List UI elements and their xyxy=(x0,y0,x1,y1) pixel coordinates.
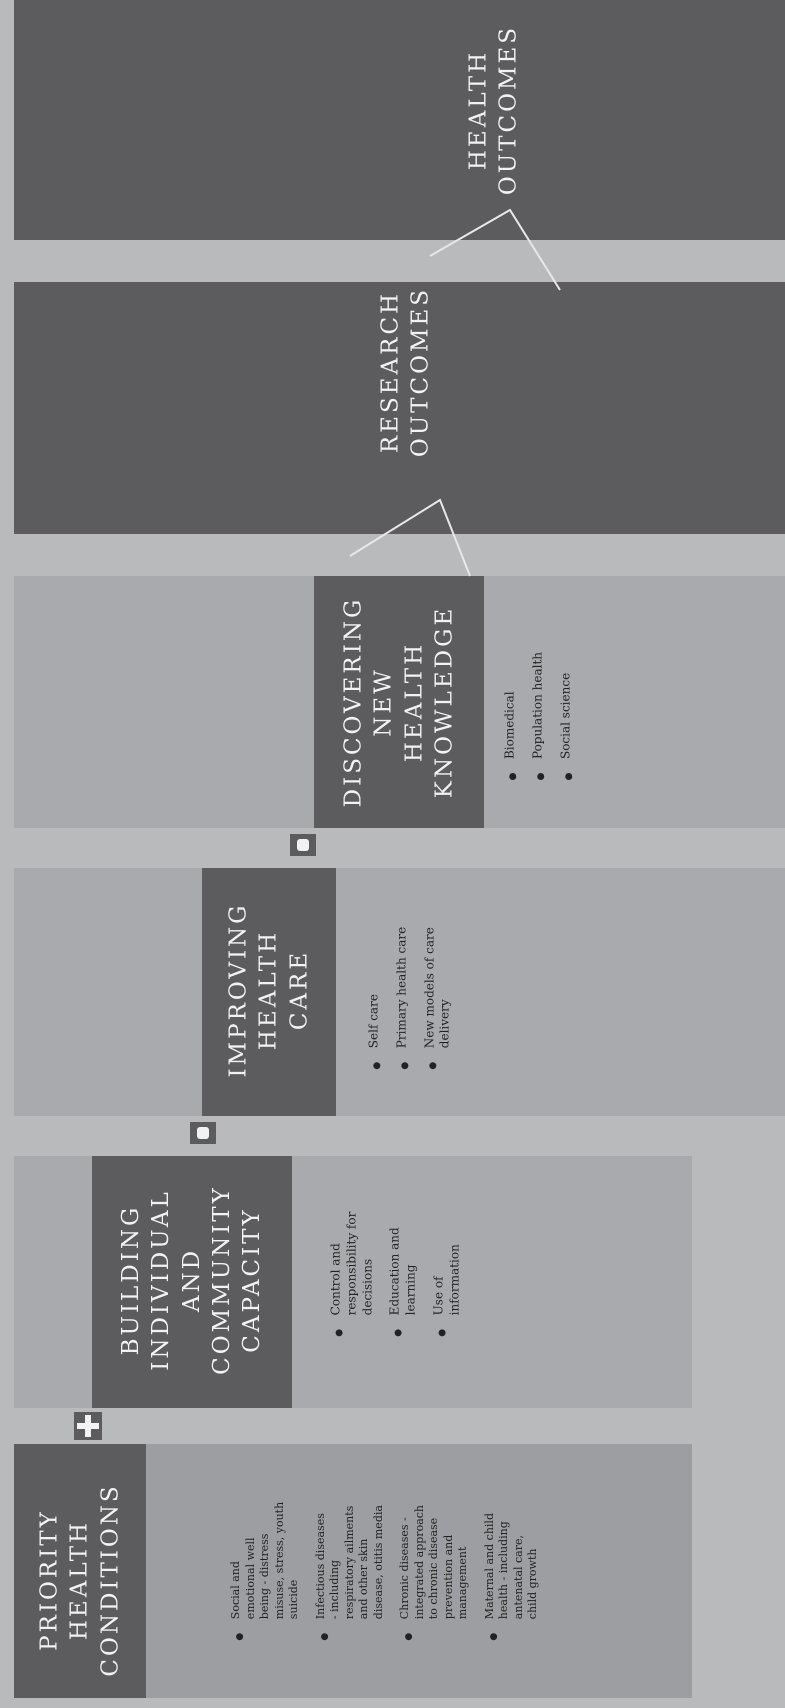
discovering-title-box: DISCOVERING NEW HEALTH KNOWLEDGE xyxy=(314,576,484,828)
link-connector-icon xyxy=(290,834,316,856)
link-connector-icon xyxy=(190,1122,216,1144)
improving-title-box: IMPROVING HEALTH CARE xyxy=(202,868,336,1116)
arrow-line-to-health xyxy=(429,208,561,291)
health-outcomes-section: HEALTH OUTCOMES xyxy=(14,0,785,240)
building-title-box: BUILDING INDIVIDUAL AND COMMUNITY CAPACI… xyxy=(92,1156,292,1408)
research-outcomes-section: RESEARCH OUTCOMES xyxy=(14,282,785,534)
arrow-line-to-research xyxy=(349,498,471,577)
building-capacity-section: BUILDING INDIVIDUAL AND COMMUNITY CAPACI… xyxy=(14,1156,692,1408)
plus-connector-icon xyxy=(74,1412,102,1440)
priority-title-box: PRIORITY HEALTH CONDITIONS xyxy=(14,1444,146,1698)
improving-care-section: IMPROVING HEALTH CARE Self care Primary … xyxy=(14,868,785,1116)
discovering-knowledge-section: DISCOVERING NEW HEALTH KNOWLEDGE Biomedi… xyxy=(14,576,785,828)
